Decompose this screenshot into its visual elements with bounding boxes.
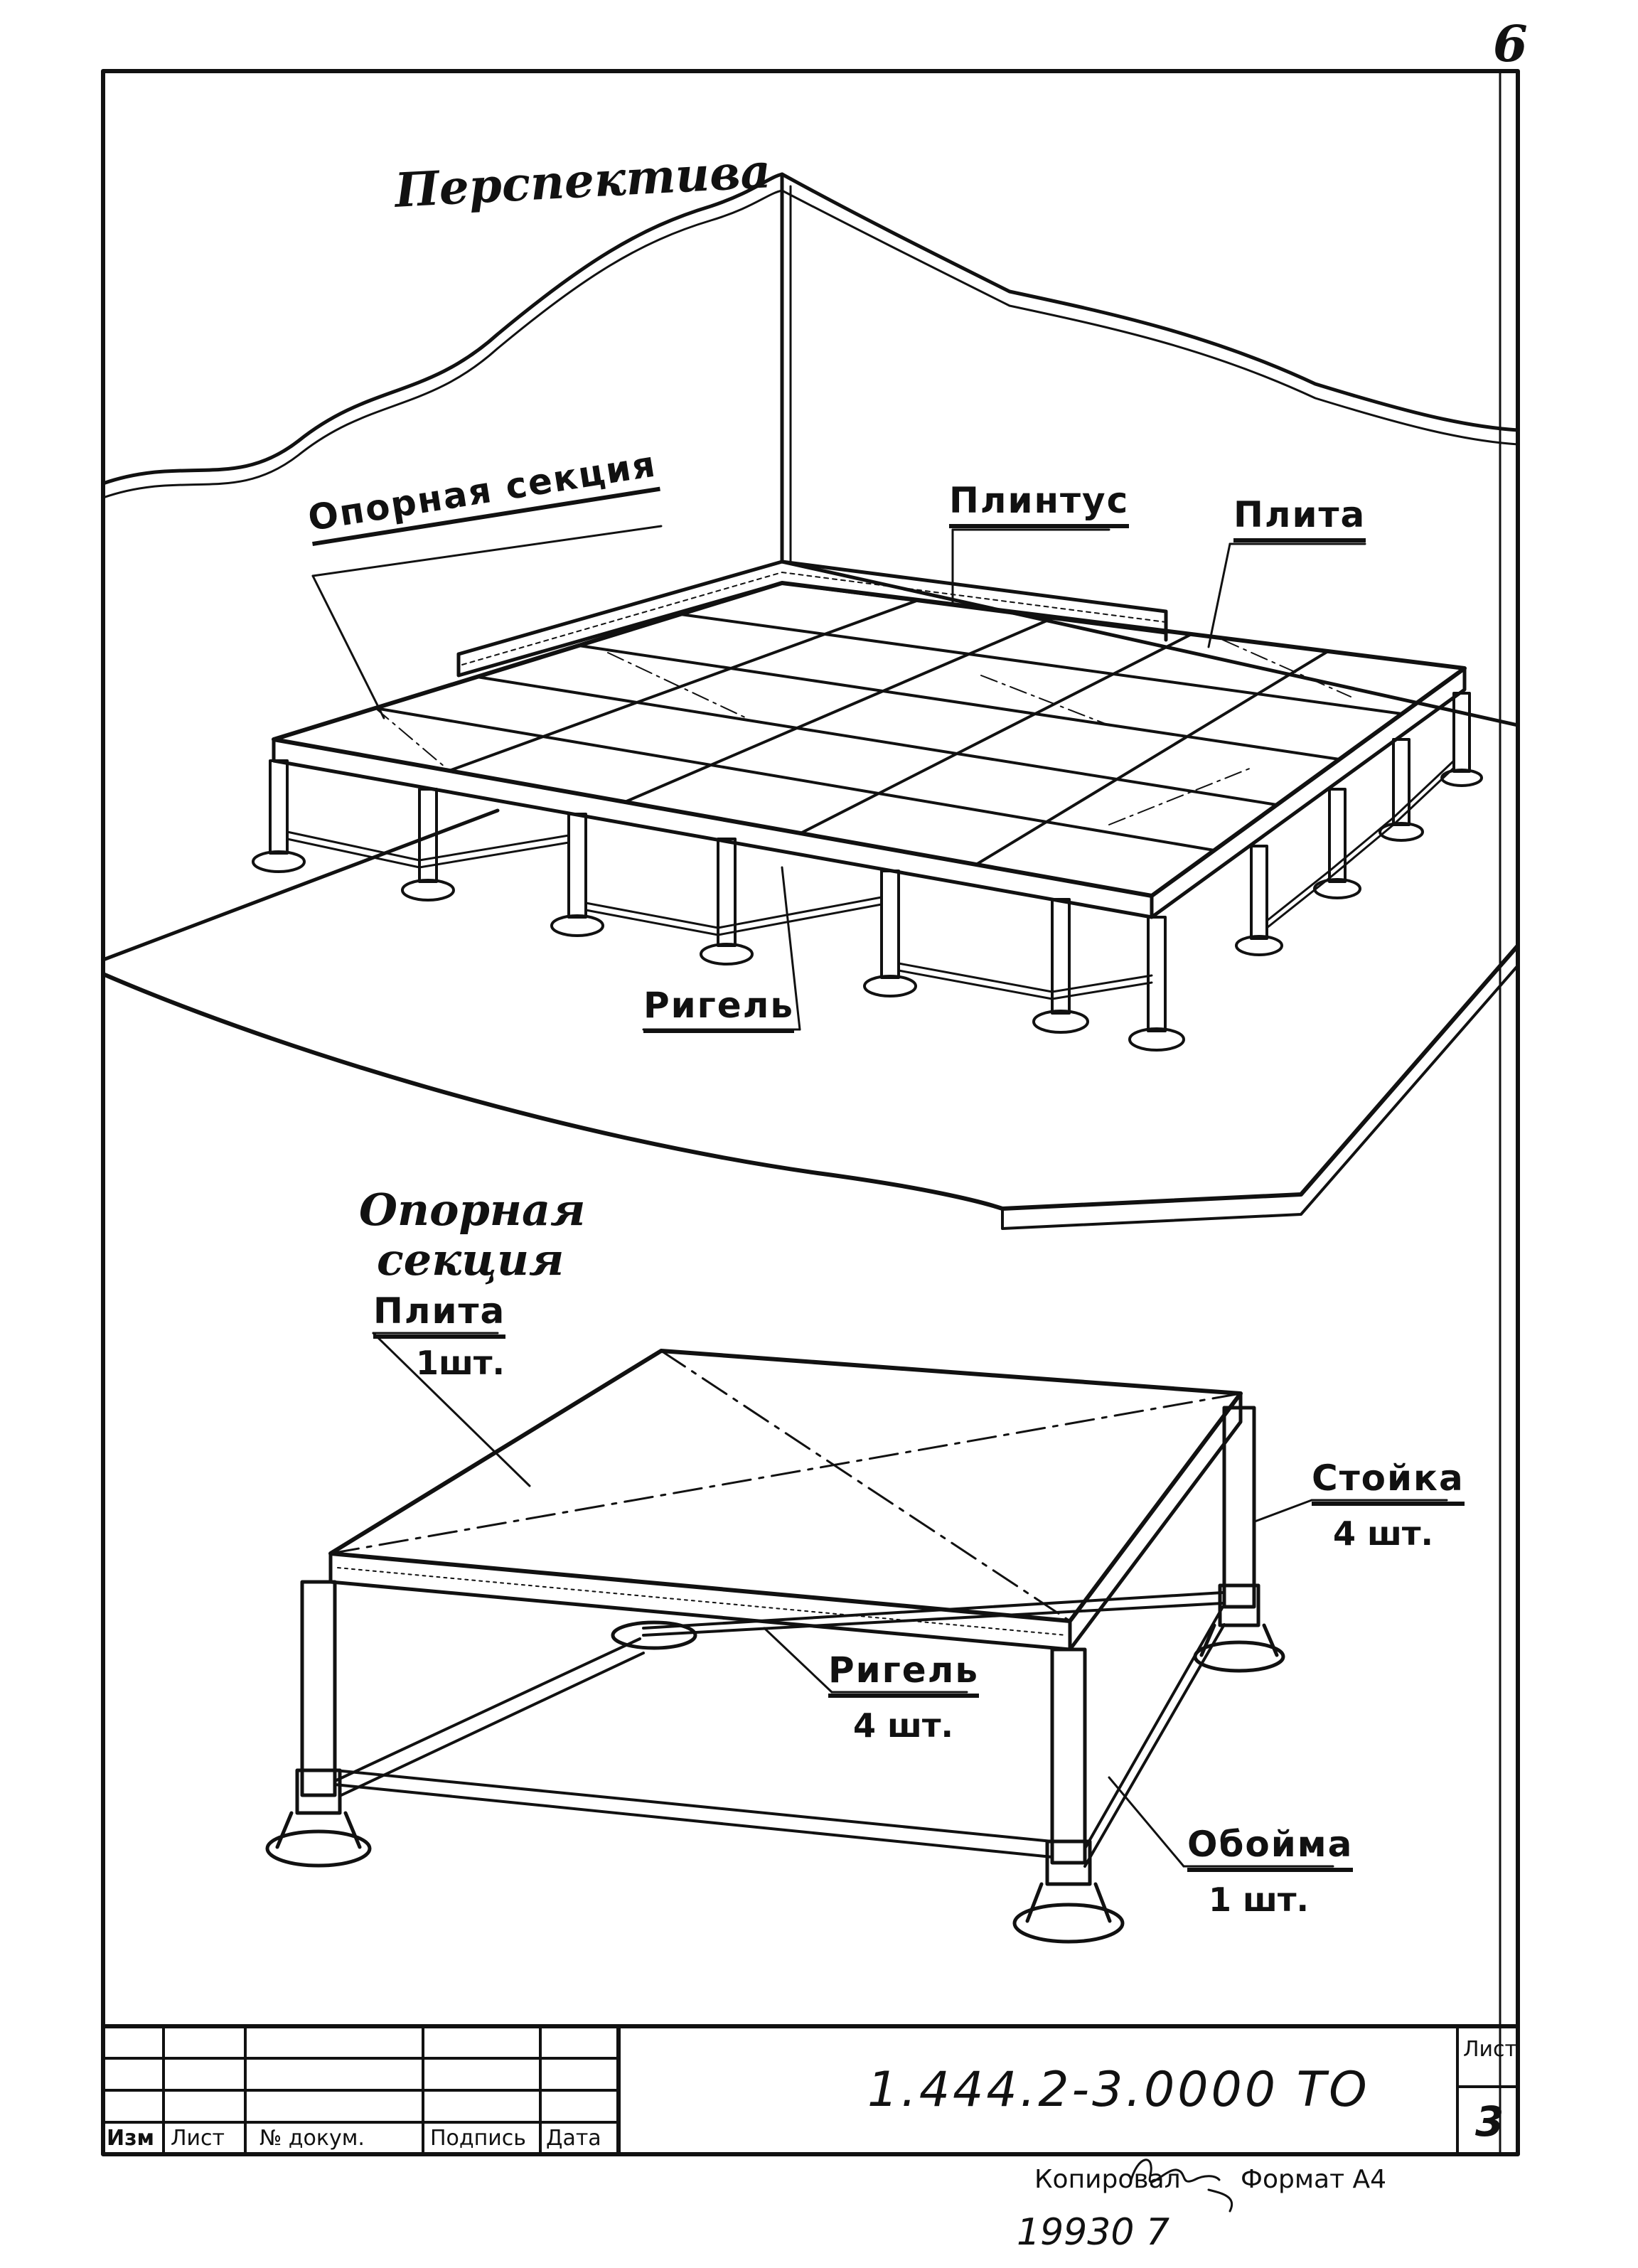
label-slab-item: Плита [373,1290,506,1339]
corner-mark: 6 [1493,14,1528,73]
label-slab: Плита [1233,494,1366,542]
qty-clamp: 1 шт. [1209,1881,1310,1919]
document-number: 1.444.2-3.0000 ТО [867,2062,1370,2118]
perspective-posts [252,692,1483,1052]
floor-outline [101,943,1520,1230]
sheet-frame [101,69,1520,2156]
tb-col-sheet: Лист [171,2126,225,2151]
raised-floor-deck [272,581,1467,919]
label-clamp-item: Обойма [1187,1824,1354,1872]
format-label: Формат А4 [1241,2165,1387,2194]
sheet-number: 3 [1475,2097,1504,2146]
room-walls [101,172,1520,962]
copied-by-label: Копировал [1034,2165,1181,2194]
label-skirting: Плинтус [949,480,1130,528]
qty-slab: 1шт. [416,1344,505,1382]
qty-crossbar: 4 шт. [853,1706,954,1745]
tb-col-doc-no: № докум. [259,2126,365,2151]
tb-col-date: Дата [546,2126,601,2151]
label-post-item: Стойка [1312,1457,1465,1506]
support-section-drawing [265,1332,1448,1944]
perspective-leaders [311,525,1366,1031]
stamp-number: 19930 7 [1017,2211,1170,2254]
label-crossbar: Ригель [643,985,794,1033]
support-section-title-1: Опорная [359,1184,586,1236]
title-block-lines [101,2024,1520,2156]
sheet-label: Лист [1463,2037,1518,2062]
tb-col-signature: Подпись [430,2126,526,2151]
label-crossbar-item: Ригель [828,1649,979,1698]
qty-post: 4 шт. [1333,1514,1434,1553]
tb-col-change: Изм [107,2126,155,2151]
signature [1129,2159,1233,2213]
support-section-title-2: секция [377,1234,564,1285]
